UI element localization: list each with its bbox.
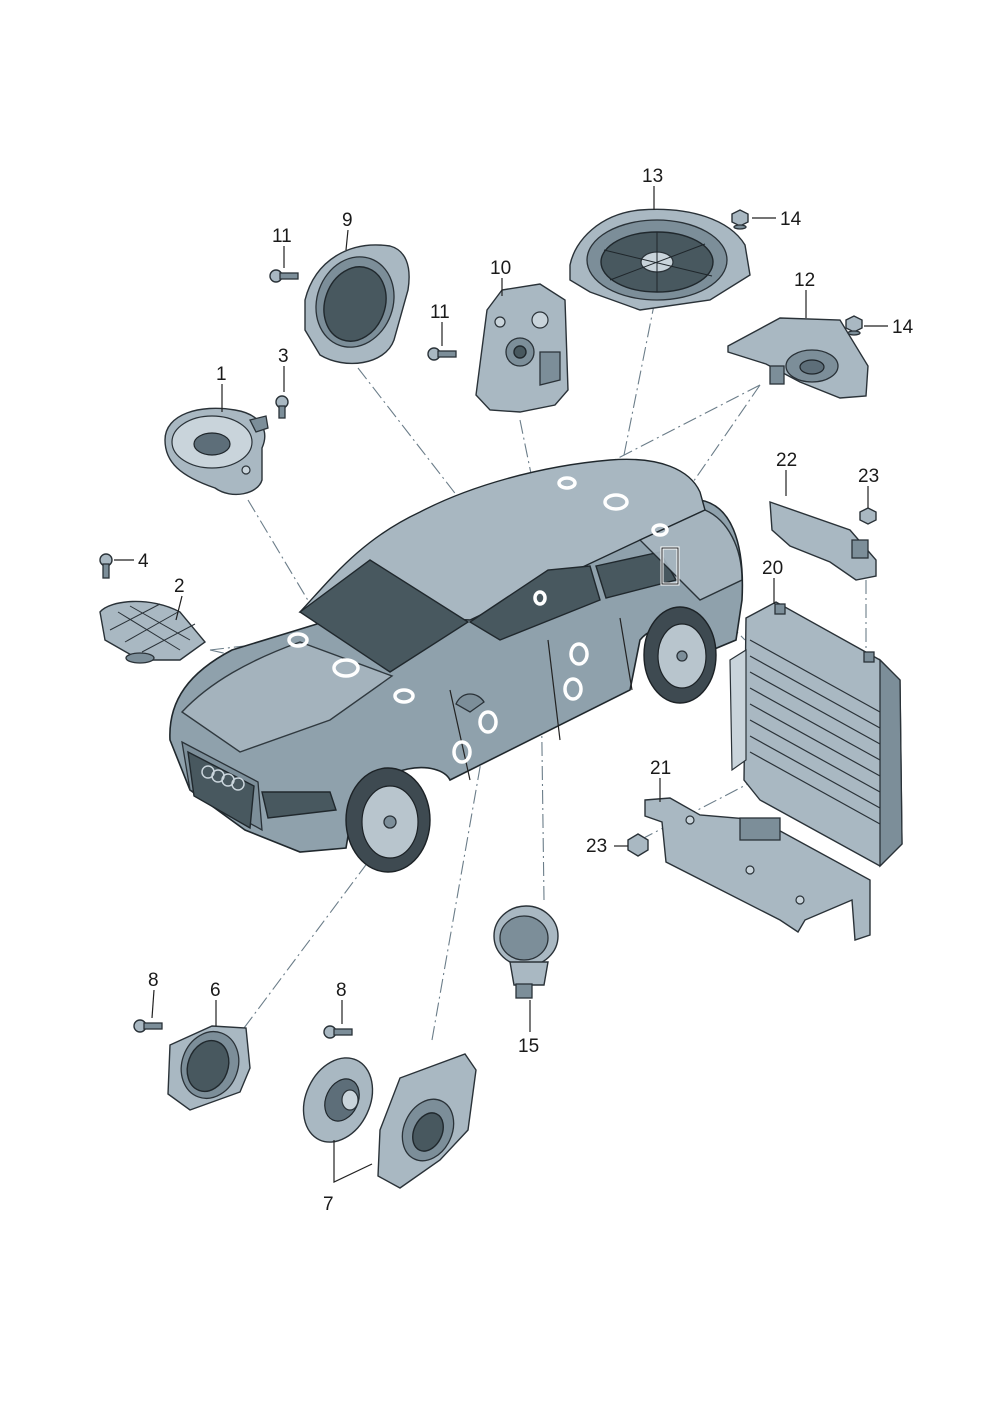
part-8-screw-b — [323, 1025, 353, 1039]
part-20-amplifier — [729, 601, 903, 868]
part-8-screw-a — [133, 1019, 163, 1033]
callout-6: 6 — [210, 980, 221, 1001]
grille-rings — [201, 765, 245, 791]
part-10-bracket — [475, 283, 569, 413]
callout-4: 4 — [138, 551, 149, 572]
callout-3: 3 — [278, 346, 289, 367]
callout-8-left: 8 — [148, 970, 159, 991]
part-6-speaker — [167, 1025, 251, 1111]
callout-14-right: 14 — [892, 317, 914, 338]
part-13-subwoofer — [569, 208, 751, 311]
location-markers — [287, 476, 680, 764]
part-7-speaker-set — [302, 1053, 477, 1189]
callout-12: 12 — [794, 270, 815, 291]
callout-11-middle: 11 — [430, 302, 450, 323]
part-4-screw — [99, 553, 113, 579]
part-15-speaker — [493, 905, 559, 999]
callout-2: 2 — [174, 576, 185, 597]
part-12-speaker — [727, 317, 869, 399]
callout-8-middle: 8 — [336, 980, 347, 1001]
callout-20: 20 — [762, 558, 783, 579]
callout-leaders — [114, 186, 888, 1183]
part-23-nut-b — [627, 833, 649, 857]
callout-13: 13 — [642, 166, 663, 187]
callout-22: 22 — [776, 450, 797, 471]
callout-10: 10 — [490, 258, 511, 279]
callout-21: 21 — [650, 758, 671, 779]
part-9-speaker — [304, 244, 410, 365]
part-2-bracket — [99, 600, 207, 664]
callout-1: 1 — [216, 364, 227, 385]
part-1-speaker — [164, 407, 269, 496]
callout-labels: 1 2 3 4 6 7 8 8 9 10 11 11 12 13 14 14 1… — [138, 166, 914, 1215]
part-21-bracket — [644, 797, 871, 941]
callout-23-upper: 23 — [858, 466, 879, 487]
part-11-screw-a — [269, 269, 299, 283]
part-14-nut-b — [845, 315, 863, 336]
callout-7: 7 — [323, 1194, 334, 1215]
callout-23-lower: 23 — [586, 836, 607, 857]
callout-9: 9 — [342, 210, 353, 231]
callout-15: 15 — [518, 1036, 539, 1057]
part-3-screw — [275, 395, 289, 419]
callout-11-top: 11 — [272, 226, 292, 247]
part-14-nut-a — [731, 209, 749, 230]
callout-14-top: 14 — [780, 209, 802, 230]
part-11-screw-b — [427, 347, 457, 361]
part-22-bracket — [769, 500, 877, 581]
part-23-nut-a — [859, 507, 877, 525]
